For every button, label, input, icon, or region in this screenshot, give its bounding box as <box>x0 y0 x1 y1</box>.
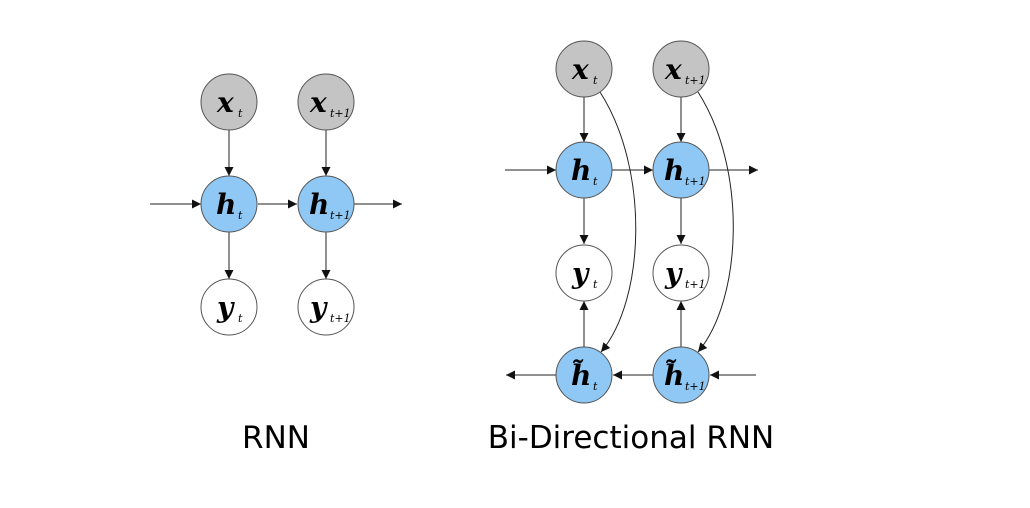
birnn-node-y-t1: y t+1 <box>652 244 710 302</box>
birnn-diagram: x t x t+1 h t h t+1 y t y t+1 <box>488 40 775 456</box>
rnn-node-x-t: x t <box>200 73 258 131</box>
rnn-node-h-t: h t <box>200 175 258 233</box>
birnn-node-hback-t1: h̃ t+1 <box>652 346 710 404</box>
node-sub-label: t+1 <box>685 278 706 291</box>
node-main-label: y <box>216 291 235 324</box>
node-main-label: x <box>216 86 234 119</box>
birnn-node-hback-t: h̃ t <box>555 346 613 404</box>
birnn-node-y-t: y t <box>555 244 613 302</box>
node-sub-label: t <box>593 175 598 188</box>
birnn-node-x-t1: x t+1 <box>652 40 710 98</box>
node-main-label: h <box>664 154 684 187</box>
node-sub-label: t <box>238 312 243 325</box>
node-main-label: h̃ <box>571 359 591 392</box>
node-main-label: x <box>571 53 589 86</box>
node-main-label: y <box>664 257 683 290</box>
node-sub-label: t <box>593 74 598 87</box>
rnn-node-y-t: y t <box>200 278 258 336</box>
node-sub-label: t+1 <box>685 380 706 393</box>
rnn-node-h-t1: h t+1 <box>297 175 355 233</box>
node-sub-label: t+1 <box>330 312 351 325</box>
rnn-diagram: x t x t+1 h t h t+1 y t y t+1 RNN <box>150 73 402 456</box>
birnn-caption: Bi-Directional RNN <box>488 420 775 456</box>
edge-x-t1-to-hb-t1 <box>697 91 734 353</box>
node-main-label: h <box>571 154 591 187</box>
node-main-label: h̃ <box>664 359 684 392</box>
node-sub-label: t <box>593 278 598 291</box>
node-sub-label: t <box>238 107 243 120</box>
rnn-node-x-t1: x t+1 <box>297 73 355 131</box>
node-main-label: x <box>664 53 682 86</box>
node-sub-label: t <box>238 209 243 222</box>
node-sub-label: t+1 <box>330 107 351 120</box>
node-sub-label: t <box>593 380 598 393</box>
node-sub-label: t+1 <box>685 74 706 87</box>
node-main-label: h <box>309 188 329 221</box>
rnn-caption: RNN <box>242 420 310 456</box>
node-main-label: y <box>309 291 328 324</box>
node-main-label: y <box>571 257 590 290</box>
rnn-node-y-t1: y t+1 <box>297 278 355 336</box>
birnn-node-h-t: h t <box>555 141 613 199</box>
node-sub-label: t+1 <box>330 209 351 222</box>
birnn-node-h-t1: h t+1 <box>652 141 710 199</box>
edge-x-t-to-hb-t <box>599 91 637 353</box>
node-main-label: h <box>216 188 236 221</box>
node-sub-label: t+1 <box>685 175 706 188</box>
node-main-label: x <box>309 86 327 119</box>
birnn-node-x-t: x t <box>555 40 613 98</box>
